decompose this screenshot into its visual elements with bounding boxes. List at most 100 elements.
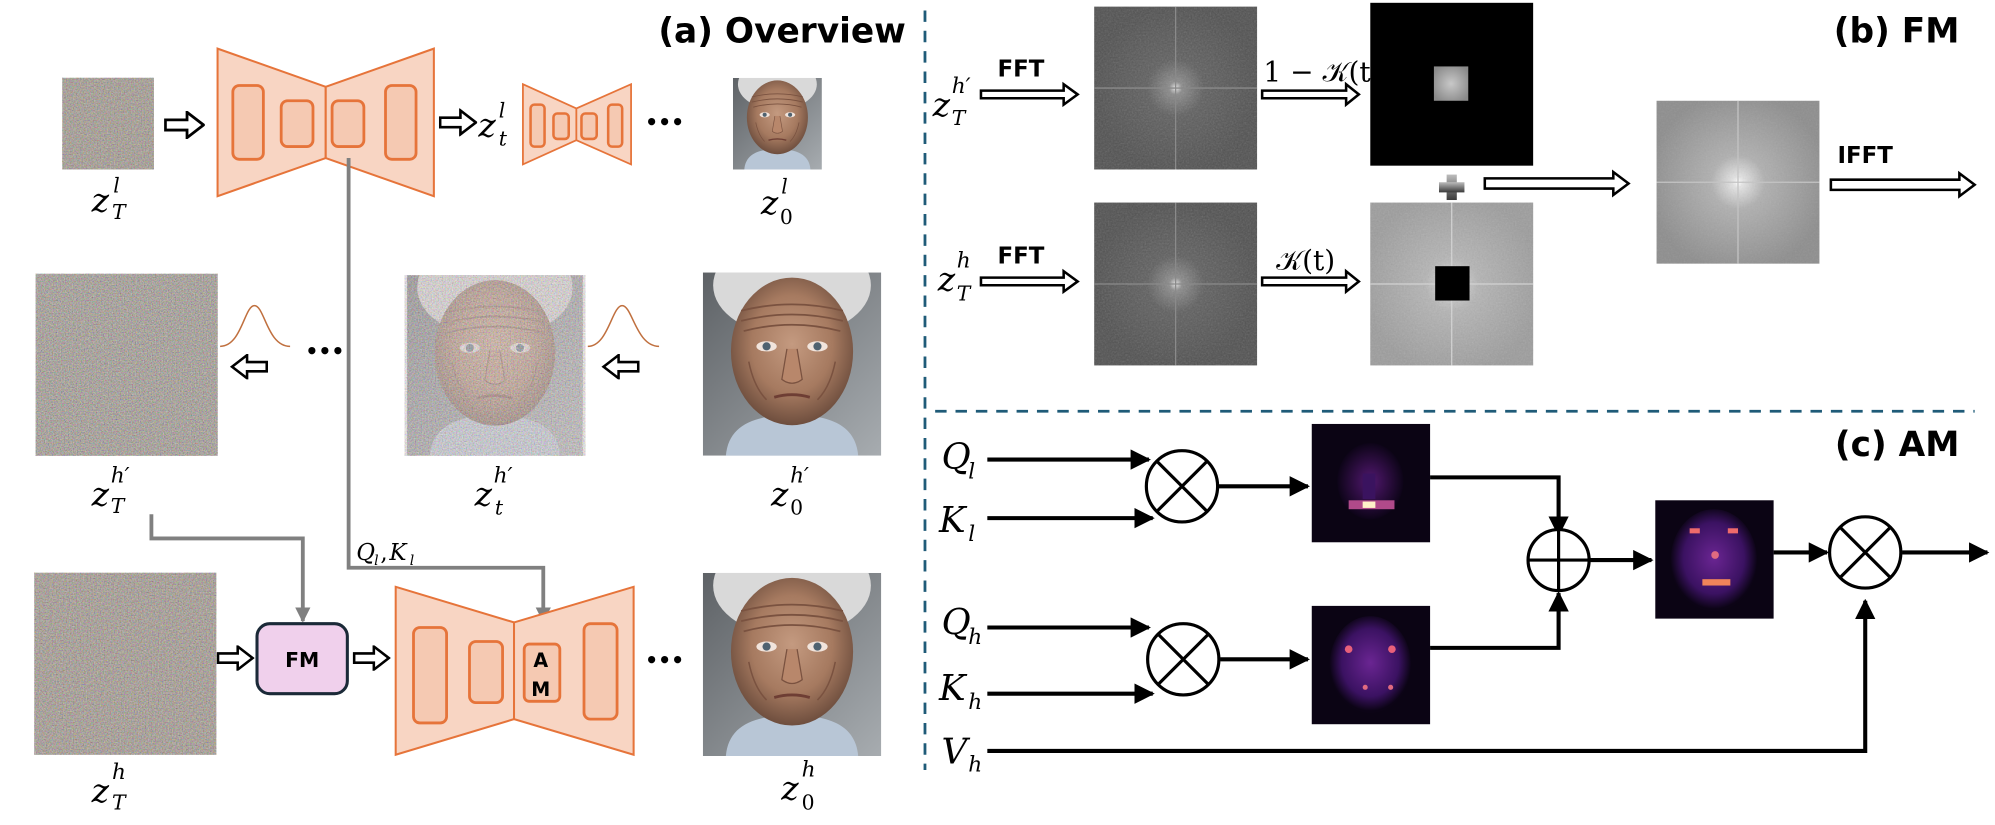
plus-icon xyxy=(1438,174,1465,201)
svg-text:z: z xyxy=(91,180,110,219)
svg-text:V: V xyxy=(942,732,971,773)
svg-text:Q: Q xyxy=(942,436,971,477)
attention-map-high xyxy=(1311,605,1431,725)
label-fm-zTh-prime: z h′ T xyxy=(932,74,971,130)
label-zTl: z l T xyxy=(91,173,127,224)
svg-text:z: z xyxy=(780,768,799,807)
svg-text:h′: h′ xyxy=(494,463,513,488)
label-fm-zTh: z h T xyxy=(937,248,972,305)
label-z0h: z h 0 xyxy=(780,757,815,814)
svg-text:K: K xyxy=(938,500,968,541)
svg-text:l: l xyxy=(410,553,414,569)
label-z0h-prime: z h′ 0 xyxy=(770,463,809,519)
low-freq-masked-spectrum xyxy=(1370,2,1534,166)
arrow-left-icon xyxy=(602,353,640,380)
face-z0h-image xyxy=(701,572,883,757)
arrow-right-icon xyxy=(352,645,391,671)
unet-guided: A M xyxy=(394,585,635,757)
svg-text:h′: h′ xyxy=(790,463,809,488)
svg-text:z: z xyxy=(91,771,110,810)
svg-text:z: z xyxy=(474,474,493,513)
multiply-op-low xyxy=(1144,449,1220,524)
am-panel: (c) AM Q l K l Q h K h V h xyxy=(938,423,1990,777)
fm-panel: (b) FM z h′ T FFT 1 − 𝒦(t) xyxy=(932,2,1977,366)
face-z0h-prime-image xyxy=(701,272,883,456)
svg-text:Q: Q xyxy=(356,540,375,566)
svg-text:h: h xyxy=(968,752,982,777)
ellipsis: ••• xyxy=(305,339,344,363)
arrow-right-icon xyxy=(164,110,205,139)
svg-text:1 − 𝒦(t): 1 − 𝒦(t) xyxy=(1263,56,1381,89)
label-zTh-prime: z h′ T xyxy=(91,463,130,518)
label-qk: Q l , K l xyxy=(356,540,414,569)
svg-text:z: z xyxy=(477,105,496,144)
ifft-label: IFFT xyxy=(1838,143,1894,169)
ellipsis: ••• xyxy=(645,648,684,672)
unet-large xyxy=(216,47,435,198)
label-k: 𝒦(t) xyxy=(1276,244,1335,277)
am-input-arrows xyxy=(987,449,1876,753)
svg-text:A: A xyxy=(533,650,548,672)
svg-text:t: t xyxy=(495,495,504,519)
am-title: (c) AM xyxy=(1835,425,1959,465)
arrow-right-icon xyxy=(216,645,255,671)
svg-text:K: K xyxy=(938,668,968,709)
fm-connector xyxy=(149,514,311,623)
svg-text:z: z xyxy=(91,474,110,513)
arrow-ifft xyxy=(1829,170,1977,199)
arrow-right-icon xyxy=(438,109,478,136)
label-Ql: Q l xyxy=(942,436,976,484)
svg-text:0: 0 xyxy=(790,495,803,519)
label-zth-prime: z h′ t xyxy=(474,463,513,519)
svg-text:0: 0 xyxy=(780,205,793,229)
gaussian-icon xyxy=(587,304,660,348)
svg-text:l: l xyxy=(968,460,975,485)
am-block: A M xyxy=(522,642,562,703)
arrow-left-icon xyxy=(230,353,269,380)
row-low: z l T z l t xyxy=(62,47,822,230)
svg-text:h: h xyxy=(802,757,816,782)
svg-text:h: h xyxy=(112,760,126,785)
svg-text:h′: h′ xyxy=(111,463,130,488)
svg-text:0: 0 xyxy=(802,790,815,814)
label-Kl: K l xyxy=(938,500,975,547)
fm-title: (b) FM xyxy=(1834,11,1960,51)
svg-text:t: t xyxy=(499,126,508,150)
fm-block: FM xyxy=(255,622,349,696)
svg-text:T: T xyxy=(112,200,127,224)
face-z0l-image xyxy=(732,77,822,170)
svg-text:T: T xyxy=(111,494,126,518)
label-Kh: K h xyxy=(938,668,982,715)
fft-label-bottom: FFT xyxy=(998,244,1045,270)
arrow-fft-top xyxy=(979,81,1080,108)
overview-panel: (a) Overview z l T z l xyxy=(34,11,906,814)
svg-text:T: T xyxy=(952,106,967,130)
svg-text:z: z xyxy=(937,259,956,298)
ellipsis: ••• xyxy=(645,110,684,134)
svg-text:M: M xyxy=(531,679,550,701)
svg-text:z: z xyxy=(760,183,779,222)
overview-title: (a) Overview xyxy=(658,11,906,51)
svg-text:z: z xyxy=(932,85,951,124)
qk-connector xyxy=(346,158,551,623)
attention-map-fused xyxy=(1655,500,1774,619)
arrow-filter-top xyxy=(1260,81,1361,108)
arrow-merge xyxy=(1483,169,1631,198)
svg-text:T: T xyxy=(112,790,127,814)
svg-text:l: l xyxy=(499,98,506,122)
label-ztl: z l t xyxy=(477,98,507,150)
svg-text:h: h xyxy=(957,248,971,273)
gaussian-icon xyxy=(220,304,291,348)
high-freq-masked-spectrum xyxy=(1370,202,1534,366)
fft-spectrum-top xyxy=(1094,6,1258,170)
label-z0l: z l 0 xyxy=(760,175,793,230)
svg-text:T: T xyxy=(957,282,972,306)
multiply-op-high xyxy=(1146,622,1221,697)
add-op xyxy=(1526,527,1591,593)
attention-map-low xyxy=(1311,423,1431,543)
svg-text:,: , xyxy=(380,540,387,566)
svg-text:l: l xyxy=(781,175,788,199)
arrow-fft-bottom xyxy=(979,268,1080,295)
unet-small xyxy=(522,82,632,166)
